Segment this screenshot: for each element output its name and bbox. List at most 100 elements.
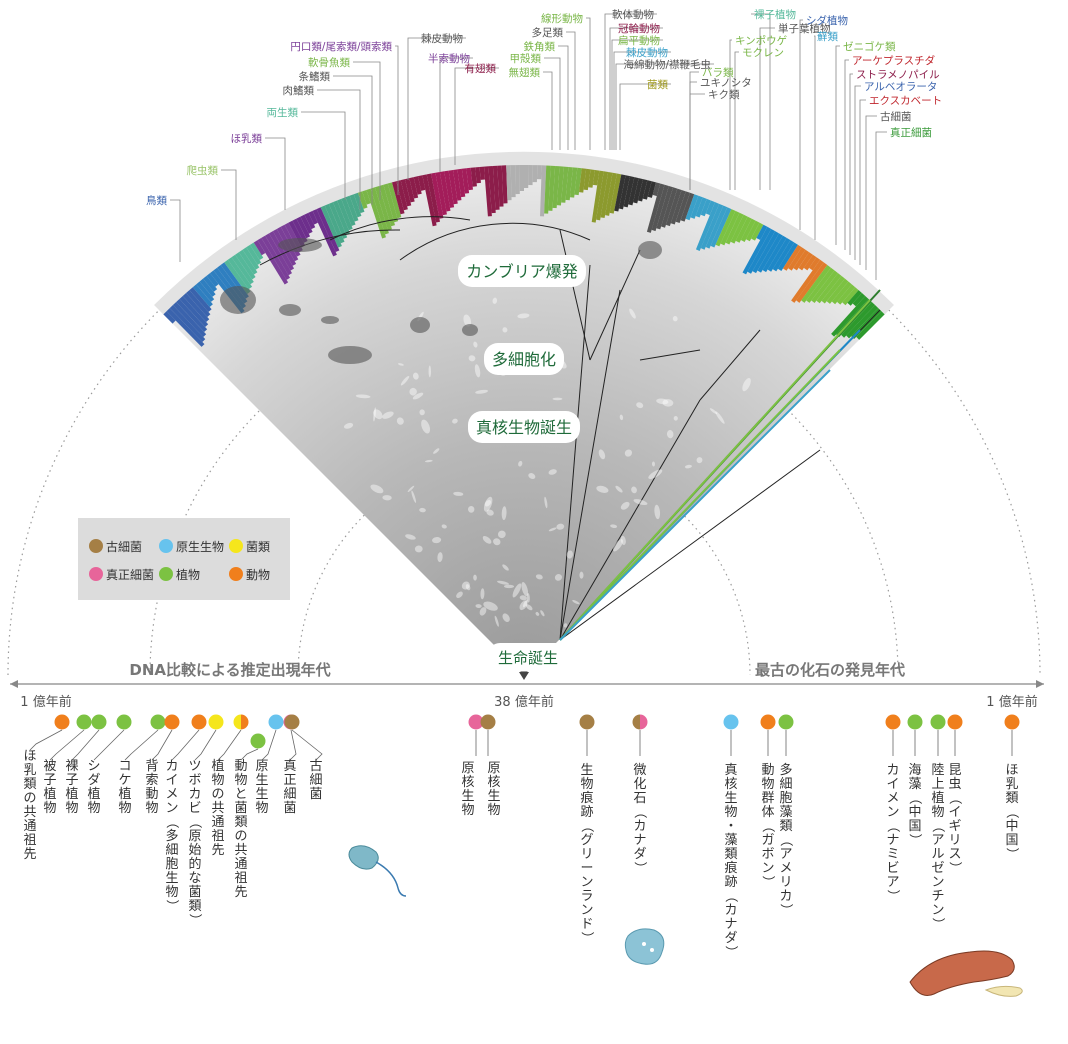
svg-text:子: 子 — [65, 773, 78, 788]
svg-text:の: の — [23, 791, 36, 806]
microbe-speck — [673, 415, 678, 421]
clade-leader-line — [558, 45, 569, 150]
clade-band-segment — [316, 207, 340, 253]
clade-band-segment — [426, 173, 440, 223]
svg-text:祖: 祖 — [211, 829, 224, 844]
clade-band-segment — [806, 267, 835, 303]
svg-text:中: 中 — [908, 805, 921, 820]
microbe-speck — [519, 595, 527, 601]
clade-band-segment — [811, 270, 838, 304]
clade-leader-line — [689, 71, 699, 190]
microbe-speck — [615, 485, 623, 493]
axis-right-label: 1 億年前 — [986, 694, 1037, 710]
clade-leader-line — [844, 59, 849, 250]
event-dot — [723, 714, 739, 730]
svg-text:類: 類 — [23, 777, 36, 792]
microbe-speck — [479, 607, 487, 616]
svg-text:細: 細 — [779, 777, 792, 792]
svg-text:原: 原 — [487, 761, 500, 776]
clade-band-segment — [169, 305, 206, 342]
clade-band-segment — [561, 166, 569, 203]
clade-band-segment — [341, 197, 356, 226]
microbe-speck — [544, 496, 548, 509]
clade-band-segment — [628, 177, 639, 206]
microbe-speck — [501, 506, 507, 521]
svg-text:類: 類 — [1005, 791, 1018, 806]
svg-text:始: 始 — [188, 843, 201, 858]
svg-text:リ: リ — [779, 875, 792, 890]
axis-right-title: 最古の化石の発見年代 — [755, 661, 905, 679]
svg-text:ガ: ガ — [761, 833, 774, 848]
microbe-speck — [556, 523, 565, 530]
clade-leader-line — [395, 45, 399, 195]
clade-band-segment — [242, 247, 260, 270]
svg-text:物: 物 — [931, 805, 944, 820]
clade-leader-line — [170, 199, 181, 262]
svg-text:菌: 菌 — [234, 801, 247, 816]
clade-leader-line — [799, 19, 803, 230]
clade-band-segment — [588, 169, 595, 188]
clade-label: エクスカベート — [869, 95, 942, 107]
microbe-speck — [419, 409, 425, 416]
clade-band-segment — [791, 259, 824, 303]
svg-text:乳: 乳 — [23, 763, 36, 778]
svg-text:）: ） — [1004, 847, 1019, 860]
microbe-speck — [662, 399, 674, 407]
dotted-arcs — [7, 158, 1041, 676]
svg-text:生: 生 — [724, 791, 737, 806]
clade-band-segment — [532, 165, 538, 183]
clade-label: 裸子植物 — [754, 8, 796, 21]
svg-text:的: 的 — [188, 856, 201, 872]
svg-text:群: 群 — [761, 791, 774, 806]
clade-band-segment — [740, 218, 756, 242]
microbe-speck — [563, 623, 568, 628]
svg-text:カ: カ — [724, 903, 737, 918]
clade-band-segment — [852, 293, 866, 307]
clade-band-segment — [600, 171, 613, 219]
microbe-speck — [405, 534, 416, 540]
stage-origin-label: 生命誕生 — [498, 649, 558, 667]
clade-band-segment — [439, 171, 451, 212]
svg-text:ボ: ボ — [761, 847, 774, 862]
event-leader-line — [151, 729, 173, 761]
clade-band-segment — [846, 305, 879, 339]
svg-text:動: 動 — [761, 763, 774, 778]
clade-leader-line — [859, 99, 866, 265]
event-leader-line — [291, 729, 323, 761]
svg-text:植: 植 — [118, 787, 131, 802]
svg-text:生: 生 — [461, 789, 474, 804]
clade-band-segment — [742, 226, 772, 275]
protist-illustration — [348, 845, 407, 897]
svg-text:生: 生 — [255, 787, 268, 802]
svg-text:ン: ン — [165, 801, 178, 816]
svg-text:）: ） — [907, 833, 922, 846]
microbe-speck — [483, 496, 493, 512]
clade-band-segment — [404, 178, 415, 203]
clade-band-segment — [782, 244, 802, 271]
svg-text:国: 国 — [1005, 833, 1018, 848]
svg-text:共: 共 — [234, 843, 247, 858]
microbe-speck — [613, 539, 624, 552]
clade-label: 海綿動物/襟鞭毛虫 — [623, 58, 711, 71]
legend-swatch — [159, 567, 173, 581]
event-dot-half — [632, 714, 640, 730]
microbe-speck — [517, 313, 530, 319]
clade-band-segment — [337, 198, 353, 231]
clade-band-segment — [730, 214, 748, 244]
clade-label: バラ類 — [702, 67, 734, 79]
clade-band-segment — [592, 169, 600, 186]
svg-text:通: 通 — [234, 857, 247, 872]
clade-label: ゼニゴケ類 — [843, 40, 896, 53]
microbe-speck — [482, 536, 492, 544]
svg-text:ン: ン — [580, 903, 593, 918]
clade-band-segment — [435, 171, 447, 216]
svg-text:跡: 跡 — [580, 804, 593, 820]
clade-label: 軟骨魚類 — [308, 56, 350, 69]
clade-band-segment — [400, 179, 412, 207]
event-dot — [468, 714, 484, 730]
legend-swatch — [159, 539, 173, 553]
clade-band-segment — [685, 194, 699, 221]
